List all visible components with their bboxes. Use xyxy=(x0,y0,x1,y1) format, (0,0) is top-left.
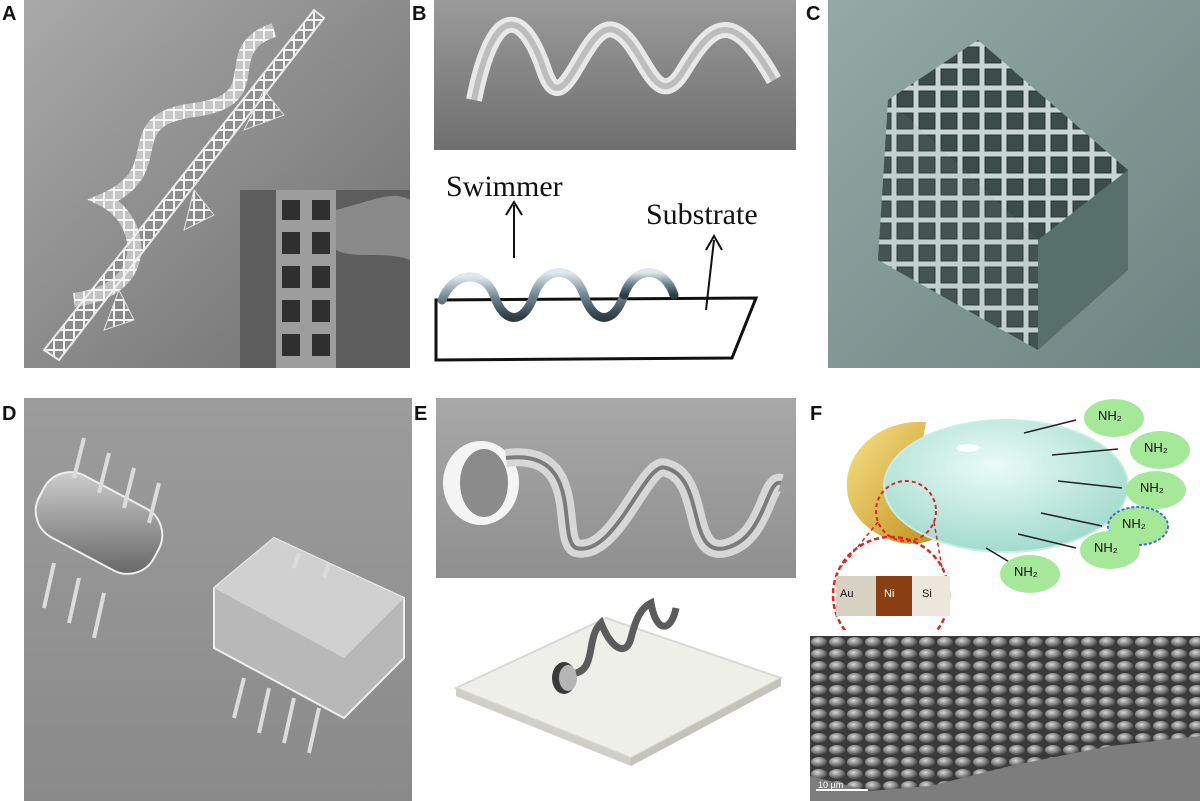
substrate-arrow xyxy=(705,239,715,311)
panel-label-e: E xyxy=(414,403,428,425)
nh2-label-2: NH₂ xyxy=(1144,440,1168,455)
panel-b-sem-helix-on-substrate xyxy=(434,0,796,150)
panel-b-schematic: Swimmer Substrate xyxy=(434,150,796,368)
layer-au xyxy=(836,576,876,616)
panel-label-c: C xyxy=(806,3,821,25)
layer-label-au: Au xyxy=(840,588,854,600)
zoom-source-circle xyxy=(875,480,937,542)
box-microrobot xyxy=(213,536,405,754)
helix-lattice-ribbon xyxy=(42,8,326,362)
swimmer-label: Swimmer xyxy=(446,170,563,203)
scale-bar-label: 10 µm xyxy=(818,780,844,790)
panel-label-d: D xyxy=(2,403,17,425)
lattice-cuboid xyxy=(878,40,1128,350)
layer-label-ni: Ni xyxy=(884,588,895,600)
janus-particle xyxy=(846,419,1129,553)
substrate-label: Substrate xyxy=(646,198,758,231)
panel-label-f: F xyxy=(810,403,823,425)
nh2-label-4: NH₂ xyxy=(1122,516,1146,531)
nh2-label-1: NH₂ xyxy=(1098,408,1122,423)
inset-magnified-lattice xyxy=(240,190,410,368)
panel-a-sem-helix xyxy=(24,0,410,368)
amine-groups xyxy=(1000,399,1190,593)
panel-e-sem-helix xyxy=(436,398,796,578)
layer-ni xyxy=(876,576,912,616)
nh2-label-5: NH₂ xyxy=(1094,540,1118,555)
helical-swimmer-model xyxy=(437,268,679,322)
nh2-label-6: NH₂ xyxy=(1014,564,1038,579)
render-substrate xyxy=(453,616,784,760)
layer-label-si: Si xyxy=(922,588,932,600)
substrate-plate xyxy=(434,296,759,362)
panel-c-sem-lattice-cuboid xyxy=(828,0,1200,368)
render-helix xyxy=(552,597,680,694)
panel-f-sem-particle-array: 10 µm xyxy=(810,636,1200,801)
cylindrical-microrobot xyxy=(34,437,164,639)
panel-label-a: A xyxy=(2,3,17,25)
particle-monolayer xyxy=(810,636,1200,791)
nh2-label-3: NH₂ xyxy=(1140,480,1164,495)
panel-f-janus-schematic: NH₂ NH₂ NH₂ NH₂ NH₂ NH₂ Au Ni Si xyxy=(826,398,1200,630)
panel-e-render xyxy=(436,578,796,801)
panel-label-b: B xyxy=(412,3,427,25)
panel-d-sem-spiked-microrobots xyxy=(24,398,412,801)
layer-si xyxy=(912,576,950,616)
